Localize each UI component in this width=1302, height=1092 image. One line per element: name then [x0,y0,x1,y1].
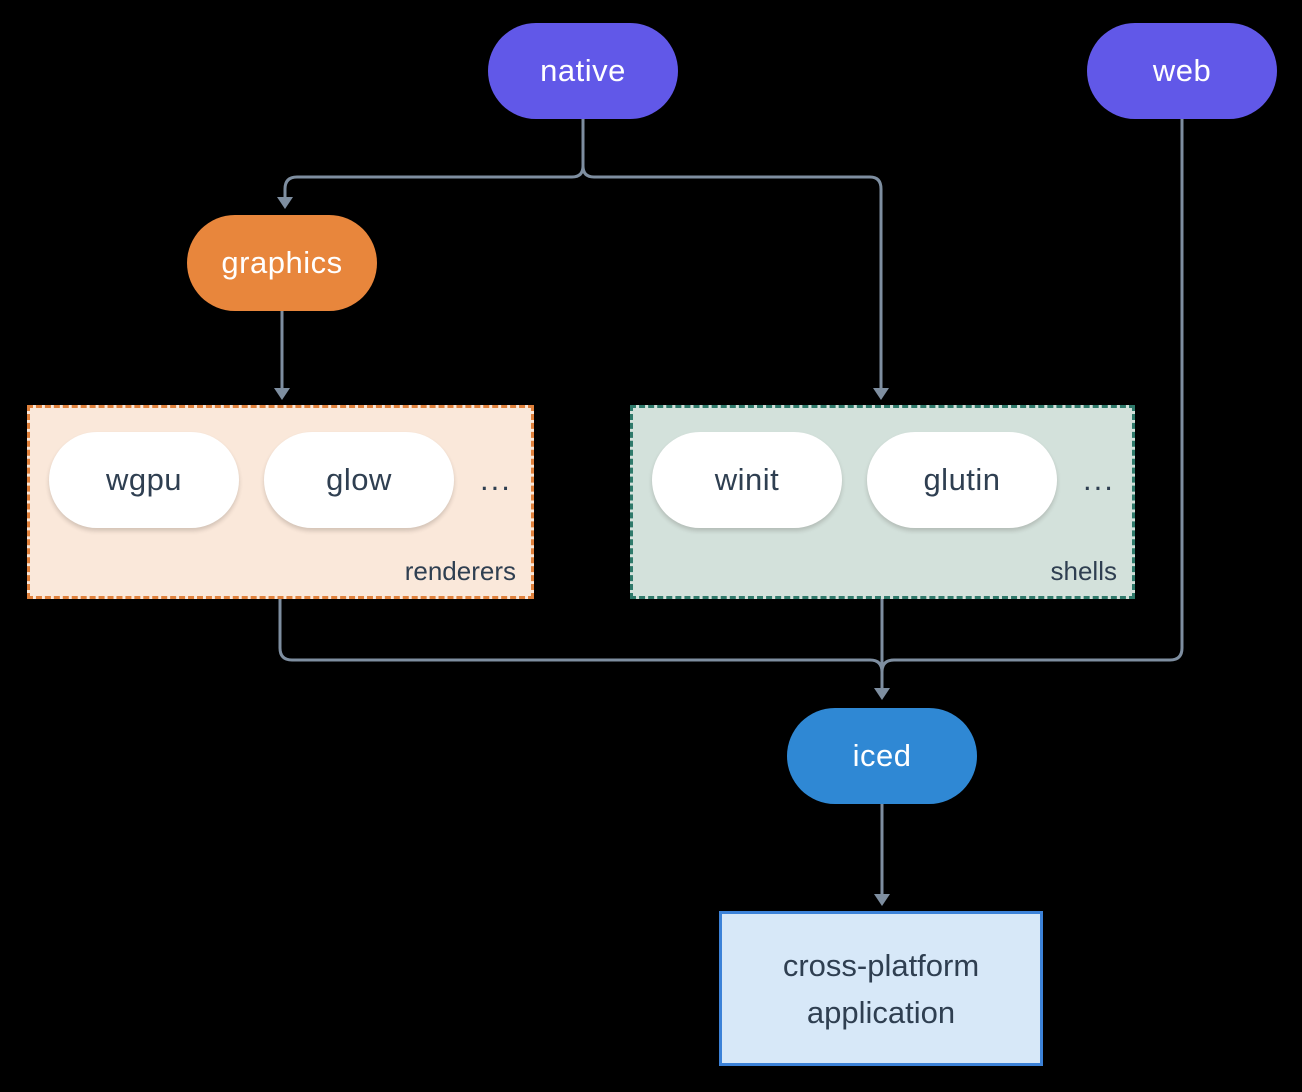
node-glow: glow [264,432,454,528]
shells-ellipsis: ... [1083,462,1115,497]
group-shells: winit glutin ... shells [630,405,1135,599]
node-winit: winit [652,432,842,528]
arrowhead-into-graphics-icon [277,197,293,209]
renderers-pill-row: wgpu glow ... [30,408,531,528]
node-iced-label: iced [852,738,912,773]
arrowhead-into-renderers-icon [274,388,290,400]
node-graphics-label: graphics [221,245,343,280]
arrowhead-into-shells-icon [873,388,889,400]
shells-group-label: shells [1050,556,1117,586]
node-application: cross-platform application [719,911,1043,1066]
renderers-group-label: renderers [404,556,516,586]
node-winit-label: winit [714,462,780,497]
node-graphics: graphics [187,215,377,311]
node-native-label: native [540,53,626,88]
arrowhead-into-application-icon [874,894,890,906]
node-wgpu: wgpu [49,432,239,528]
node-native: native [488,23,678,119]
edge-renderers-iced [278,599,884,673]
edge-native-graphics [283,117,585,197]
edge-native-shells [581,117,883,388]
node-glutin: glutin [867,432,1057,528]
node-application-label-line1: cross-platform [782,947,980,983]
node-glutin-label: glutin [923,462,1001,497]
node-web: web [1087,23,1277,119]
group-renderers: wgpu glow ... renderers [27,405,534,599]
shells-pill-row: winit glutin ... [633,408,1132,528]
arrowhead-into-iced-icon [874,688,890,700]
node-wgpu-label: wgpu [105,462,183,497]
node-glow-label: glow [326,462,392,497]
node-application-label-line2: application [806,994,956,1030]
renderers-ellipsis: ... [480,462,512,497]
node-web-label: web [1152,53,1212,88]
node-iced: iced [787,708,977,804]
